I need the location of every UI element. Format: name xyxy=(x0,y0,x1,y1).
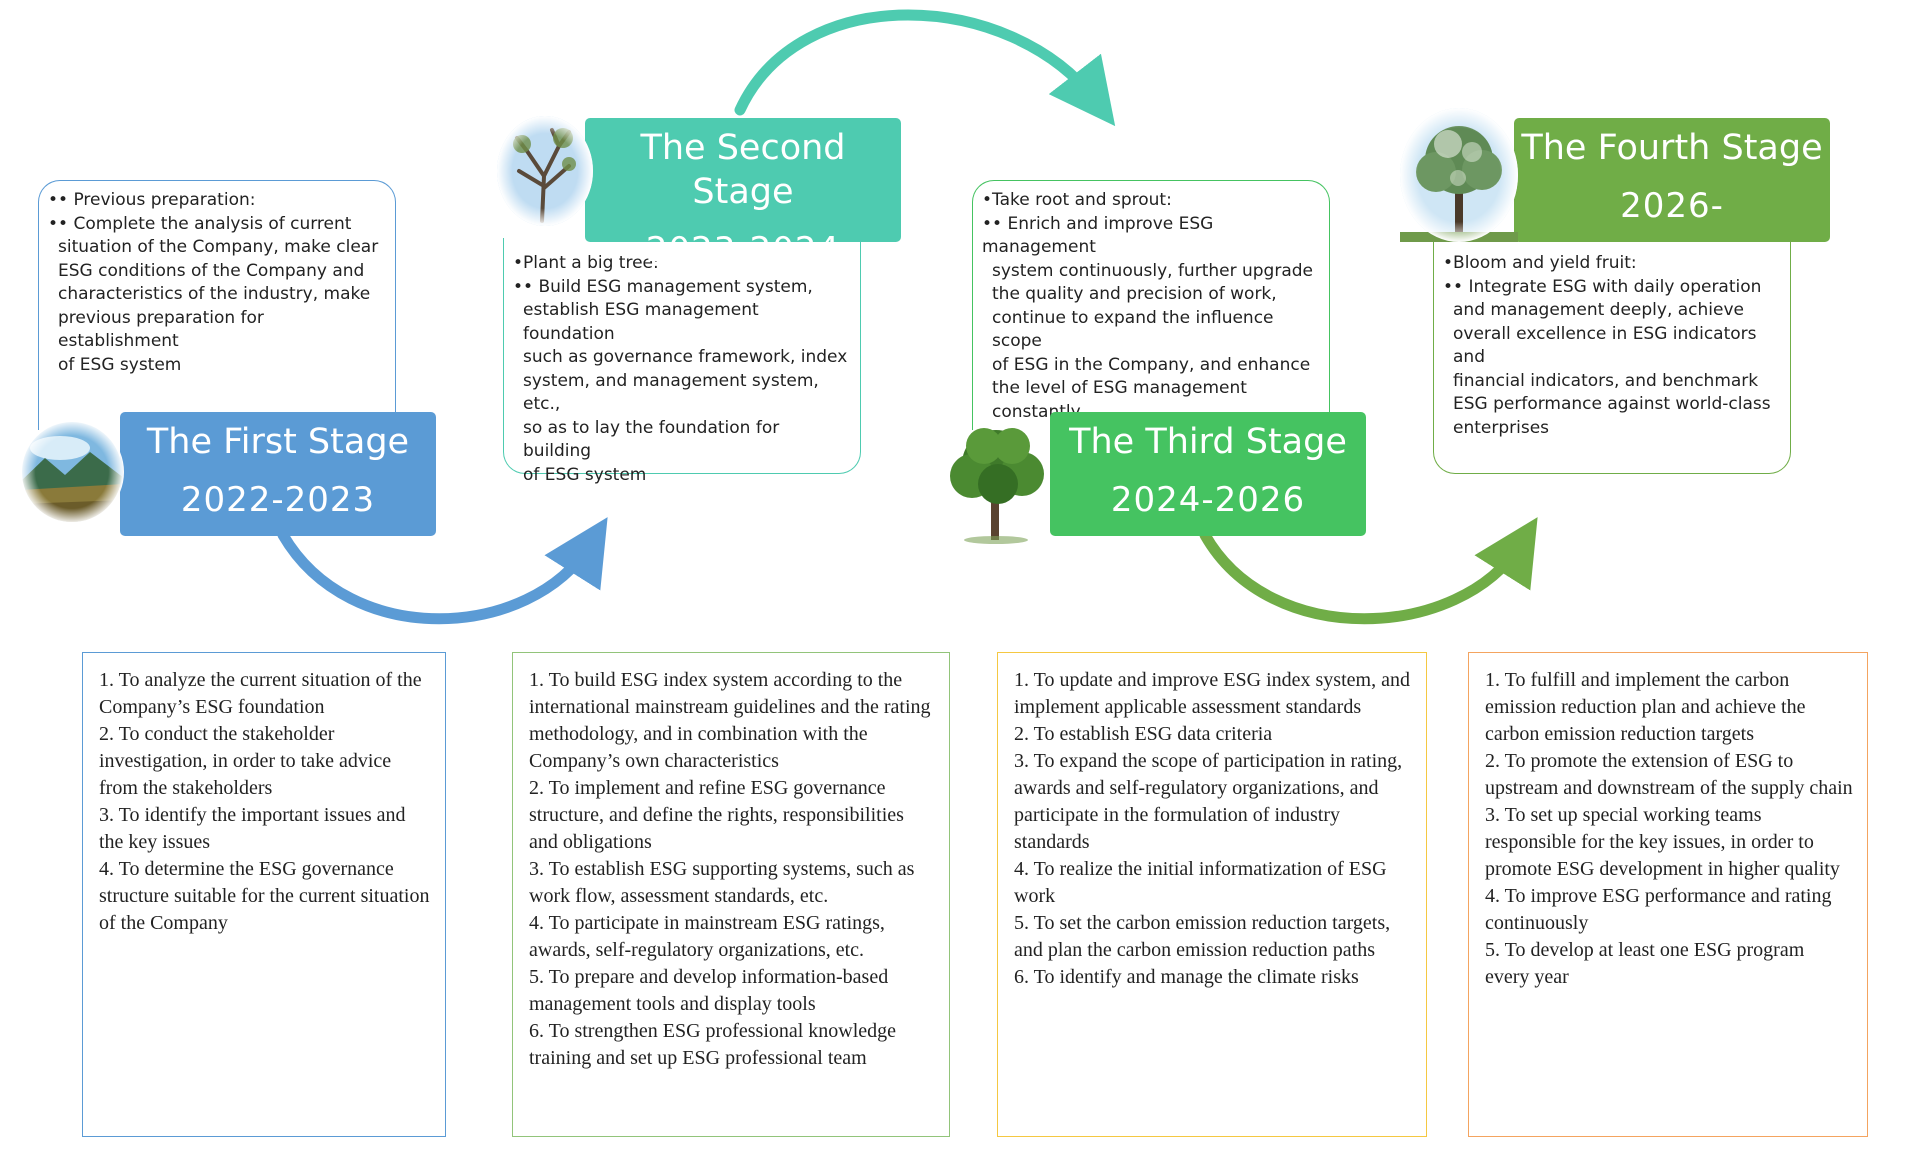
task-item: 3. To set up special working teams respo… xyxy=(1485,804,1840,880)
stage2-desc-line: such as governance framework, index xyxy=(523,347,848,367)
stage4-desc-line: ESG performance against world-class xyxy=(1453,394,1771,414)
stage4-title: The Fourth Stage xyxy=(1521,128,1823,168)
stage1-desc-line: ESG conditions of the Company and xyxy=(58,260,365,281)
task-item: 2. To conduct the stakeholder investigat… xyxy=(99,723,392,799)
stage3-desc-line: the quality and precision of work, xyxy=(992,284,1277,304)
task-item: 1. To analyze the current situation of t… xyxy=(99,669,422,718)
task-item: 1. To build ESG index system according t… xyxy=(529,669,931,772)
stage2-desc-line: of ESG system xyxy=(523,464,647,485)
stage3-years: 2024-2026 xyxy=(1110,480,1306,520)
task-item: 3. To establish ESG supporting systems, … xyxy=(529,858,915,907)
stage1-desc-line: of ESG system xyxy=(58,354,182,375)
arrow-stage3-to-stage4 xyxy=(1199,517,1538,625)
stage3-description: •Take root and sprout: •• Enrich and imp… xyxy=(972,180,1330,430)
task-item: 4. To determine the ESG governance struc… xyxy=(99,858,430,934)
task-item: 6. To identify and manage the climate ri… xyxy=(1014,966,1359,988)
stage1-desc-line: •• Previous preparation: xyxy=(48,190,256,210)
stage3-desc-line: the level of ESG management xyxy=(992,378,1247,398)
task-item: 2. To establish ESG data criteria xyxy=(1014,723,1273,745)
stage4-desc-line: overall excellence in ESG indicators and xyxy=(1453,323,1762,368)
stage3-banner: The Third Stage 2024-2026 xyxy=(1050,412,1366,536)
task-item: 3. To expand the scope of participation … xyxy=(1014,750,1403,853)
task-item: 5. To prepare and develop information-ba… xyxy=(529,966,889,1015)
stage3-desc-line: •• Enrich and improve ESG management xyxy=(982,213,1219,258)
arrow-stage2-to-stage3 xyxy=(734,9,1116,127)
stage3-desc-line: •Take root and sprout: xyxy=(982,190,1172,210)
stage1-desc-line: •• Complete the analysis of current xyxy=(48,213,352,234)
stage4-desc-line: financial indicators, and benchmark xyxy=(1453,370,1759,391)
stage3-desc-line: system continuously, further upgrade xyxy=(992,260,1313,281)
stage4-desc-line: •• Integrate ESG with daily operation xyxy=(1443,276,1762,297)
stage2-task-list: 1. To build ESG index system according t… xyxy=(512,652,950,1137)
stage1-desc-line: characteristics of the industry, make xyxy=(58,284,371,304)
stage4-desc-line: enterprises xyxy=(1453,417,1550,438)
task-item: 4. To improve ESG performance and rating… xyxy=(1485,885,1832,934)
stage3-desc-line: continue to expand the influence scope xyxy=(992,307,1279,352)
task-item: 1. To update and improve ESG index syste… xyxy=(1014,669,1410,718)
stage3-title: The Third Stage xyxy=(1069,422,1347,462)
stage2-desc-line: establish ESG management foundation xyxy=(523,300,765,344)
stage2-desc-line: system, and management system, etc., xyxy=(523,370,825,415)
stage1-task-list: 1. To analyze the current situation of t… xyxy=(82,652,446,1137)
task-item: 6. To strengthen ESG professional knowle… xyxy=(529,1020,897,1069)
stage1-desc-line: previous preparation for establishment xyxy=(58,307,270,352)
stage4-task-list: 1. To fulfill and implement the carbon e… xyxy=(1468,652,1868,1137)
stage3-desc-line: of ESG in the Company, and enhance xyxy=(992,354,1311,375)
task-item: 3. To identify the important issues and … xyxy=(99,804,406,853)
stage2-desc-line: •Plant a big tree: xyxy=(513,253,659,273)
stage1-years: 2022-2023 xyxy=(180,480,376,520)
flowering-tree-icon xyxy=(1400,108,1518,242)
task-item: 4. To participate in mainstream ESG rati… xyxy=(529,912,885,961)
stage4-years: 2026- xyxy=(1620,186,1724,226)
stage2-banner: The Second Stage 2023-2024 xyxy=(585,118,901,270)
stage3-task-list: 1. To update and improve ESG index syste… xyxy=(997,652,1427,1137)
stage4-description: •Bloom and yield fruit: •• Integrate ESG… xyxy=(1433,238,1791,474)
stage1-banner: The First Stage 2022-2023 xyxy=(120,412,436,536)
task-item: 5. To develop at least one ESG program e… xyxy=(1485,939,1805,988)
stage4-banner: The Fourth Stage 2026- xyxy=(1514,118,1830,242)
task-item: 2. To implement and refine ESG governanc… xyxy=(529,777,904,853)
stage4-desc-line: and management deeply, achieve xyxy=(1453,300,1745,320)
stage1-desc-line: situation of the Company, make clear xyxy=(58,237,379,257)
task-item: 2. To promote the extension of ESG to up… xyxy=(1485,750,1853,799)
task-item: 1. To fulfill and implement the carbon e… xyxy=(1485,669,1806,745)
stage4-desc-line: •Bloom and yield fruit: xyxy=(1443,253,1637,273)
stage1-description: •• Previous preparation: •• Complete the… xyxy=(38,180,396,430)
stage2-description: •Plant a big tree: •• Build ESG manageme… xyxy=(503,238,861,485)
task-item: 4. To realize the initial informatizatio… xyxy=(1014,858,1387,907)
stage2-years: 2023-2024 xyxy=(645,230,841,270)
leafy-tree-icon xyxy=(950,428,1044,544)
mountain-landscape-icon xyxy=(20,420,124,524)
stage2-desc-line: •• Build ESG management system, xyxy=(513,276,813,297)
stage2-desc-line: so as to lay the foundation for building xyxy=(523,417,785,462)
task-item: 5. To set the carbon emission reduction … xyxy=(1014,912,1391,961)
stage1-title: The First Stage xyxy=(146,422,410,462)
arrow-stage1-to-stage2 xyxy=(277,517,608,625)
stage2-title: The Second Stage xyxy=(640,128,846,212)
bare-tree-icon xyxy=(497,116,593,226)
